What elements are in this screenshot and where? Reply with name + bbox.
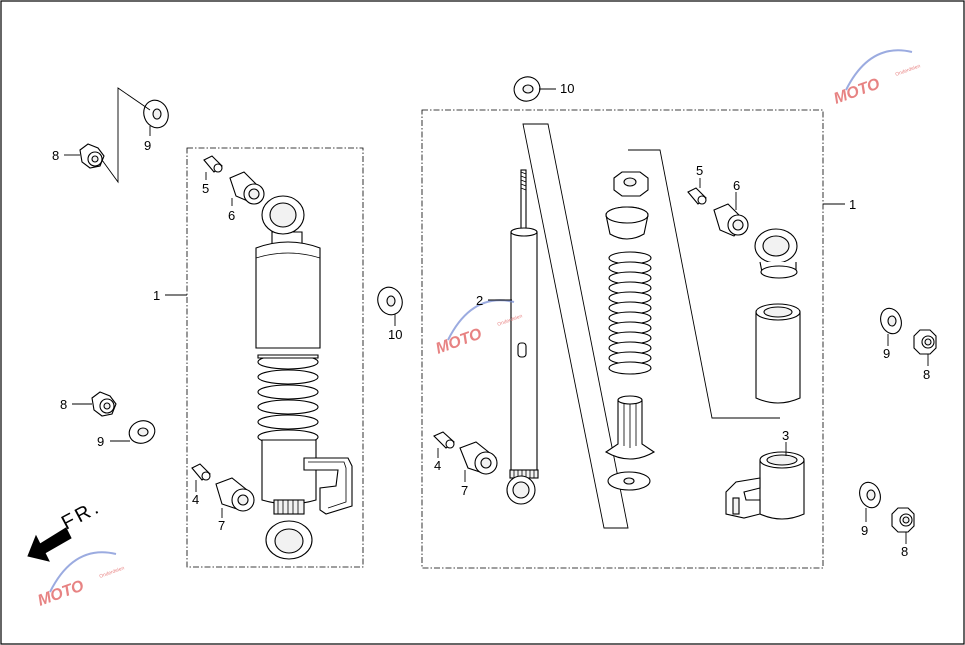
bump-stop: [604, 395, 656, 460]
label-washer-center: 10: [388, 327, 402, 342]
washer-center: [377, 286, 403, 316]
label-bush-left: 4: [192, 492, 199, 507]
washer-top: [513, 76, 541, 102]
svg-text:Onderdelen: Onderdelen: [895, 63, 922, 78]
nut-mid-left: [91, 391, 117, 417]
watermark-top-right: MOTO Onderdelen: [832, 49, 922, 108]
bush-bottom-mid: [459, 441, 498, 475]
watermark-center: MOTO Onderdelen: [434, 299, 523, 358]
label-washer-right-lower: 9: [861, 523, 868, 538]
svg-text:MOTO: MOTO: [434, 325, 485, 357]
nut-right-upper: [913, 329, 937, 355]
label-shock-right: 1: [849, 197, 856, 212]
label-bush-top-left: 6: [228, 208, 235, 223]
spring-seat: [605, 206, 649, 240]
svg-text:MOTO: MOTO: [832, 75, 883, 107]
top-nut: [613, 171, 649, 197]
label-damper: 2: [476, 293, 483, 308]
washer-mid-left: [128, 420, 156, 444]
bracket: [725, 451, 805, 520]
bottom-washer: [607, 471, 651, 491]
bush-left: [191, 463, 211, 481]
bush-top-right: [713, 203, 749, 237]
pin-right: [687, 187, 707, 205]
front-direction-arrow: [27, 527, 72, 562]
bush-mid: [433, 431, 455, 449]
label-washer-top-left: 9: [144, 138, 151, 153]
label-nut-right-upper: 8: [923, 367, 930, 382]
nut-right-lower: [891, 507, 915, 533]
left-shock-absorber: [255, 195, 353, 560]
bush-top-left: [229, 171, 265, 205]
label-nut-mid-left: 8: [60, 397, 67, 412]
left-assembly-box: [186, 147, 364, 568]
bush-bottom-left: [215, 477, 255, 512]
label-bush-mid: 4: [434, 458, 441, 473]
damper-rod: [506, 169, 539, 505]
front-direction-label: FR.: [58, 496, 105, 535]
right-assembly-box: [421, 109, 824, 569]
label-nut-top-left: 8: [52, 148, 59, 163]
label-bush-top-right: 6: [733, 178, 740, 193]
label-bush-bottom-left: 7: [218, 518, 225, 533]
label-bush-bottom-mid: 7: [461, 483, 468, 498]
label-pin-left: 5: [202, 181, 209, 196]
label-washer-mid-left: 9: [97, 434, 104, 449]
pin-left: [203, 155, 223, 173]
svg-text:MOTO: MOTO: [36, 577, 87, 609]
nut-top-left: [79, 143, 105, 169]
label-washer-top: 10: [560, 81, 574, 96]
left-spring: [257, 354, 319, 445]
label-shock-left: 1: [153, 288, 160, 303]
label-bracket: 3: [782, 428, 789, 443]
washer-right-upper: [880, 307, 902, 335]
right-spring: [608, 251, 652, 375]
dust-cover: [755, 303, 801, 404]
washer-top-left: [143, 99, 169, 129]
label-pin-right: 5: [696, 163, 703, 178]
label-washer-right-upper: 9: [883, 346, 890, 361]
svg-text:Onderdelen: Onderdelen: [99, 565, 126, 580]
top-eye: [754, 228, 798, 279]
label-nut-right-lower: 8: [901, 544, 908, 559]
washer-right-lower: [859, 481, 881, 509]
